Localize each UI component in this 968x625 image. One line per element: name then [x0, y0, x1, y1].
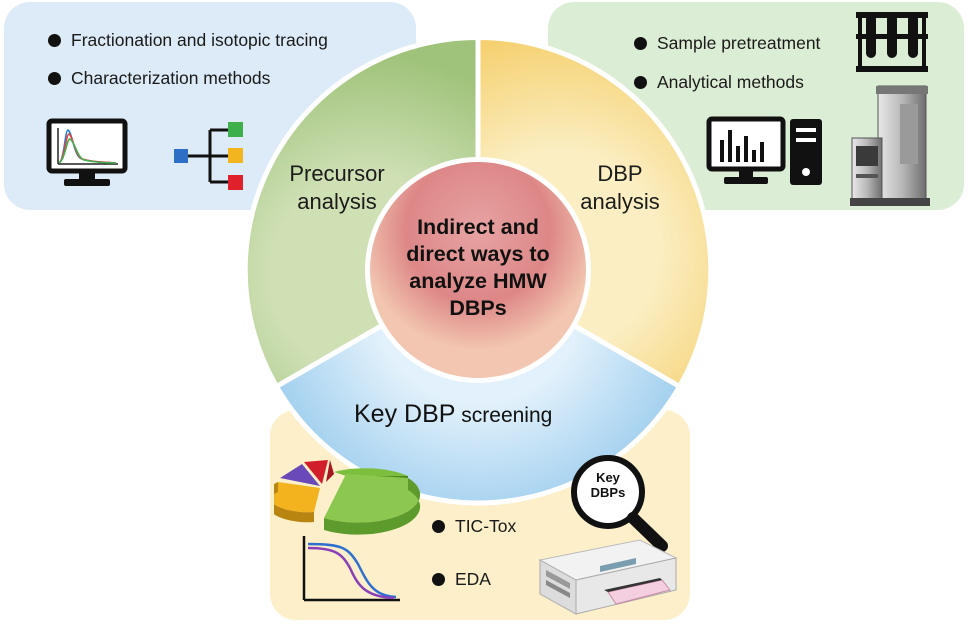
segment-screening-label: Key DBP screening — [354, 400, 552, 429]
segment-dbp-label: DBP analysis — [580, 161, 660, 214]
magnifier-icon — [571, 455, 668, 552]
mass-spectrometer-icon — [850, 85, 930, 206]
bullet-dot — [48, 72, 61, 85]
bullet-dot — [48, 34, 61, 47]
bullet-sample-pretreatment: Sample pretreatment — [634, 33, 820, 54]
pie-chart-3d-icon — [274, 460, 421, 535]
printer-icon — [538, 539, 678, 615]
bullet-text: Characterization methods — [71, 68, 271, 88]
bullet-eda: EDA — [432, 569, 491, 590]
bullet-text: Analytical methods — [657, 72, 804, 92]
bullet-analytical-methods: Analytical methods — [634, 72, 804, 93]
bullet-dot — [432, 573, 445, 586]
segment-precursor-label: Precursor analysis — [289, 161, 385, 214]
computer-barchart-icon — [706, 116, 822, 185]
segment-screening — [273, 267, 683, 506]
bullet-text: EDA — [455, 569, 491, 589]
bullet-dot — [634, 76, 647, 89]
bullet-text: TIC-Tox — [455, 516, 517, 536]
bullet-text: Fractionation and isotopic tracing — [71, 30, 328, 50]
bullet-text: Sample pretreatment — [657, 33, 821, 53]
center-title: Indirect and direct ways to analyze HMW … — [406, 215, 550, 320]
screening-label-small: screening — [455, 404, 553, 427]
magnifier-label: Key DBPs — [590, 470, 626, 500]
bullet-dot — [634, 37, 647, 50]
dose-response-curves-icon — [302, 536, 400, 602]
tree-hierarchy-icon — [174, 122, 243, 190]
bullet-dot — [432, 520, 445, 533]
monitor-chromatogram-icon — [46, 118, 128, 186]
bullet-characterization: Characterization methods — [48, 68, 270, 89]
bullet-tic-tox: TIC-Tox — [432, 516, 516, 537]
screening-label-big: Key DBP — [354, 400, 456, 428]
bullet-fractionation: Fractionation and isotopic tracing — [48, 30, 328, 51]
test-tubes-rack-icon — [856, 12, 928, 72]
center-disc — [370, 162, 586, 378]
